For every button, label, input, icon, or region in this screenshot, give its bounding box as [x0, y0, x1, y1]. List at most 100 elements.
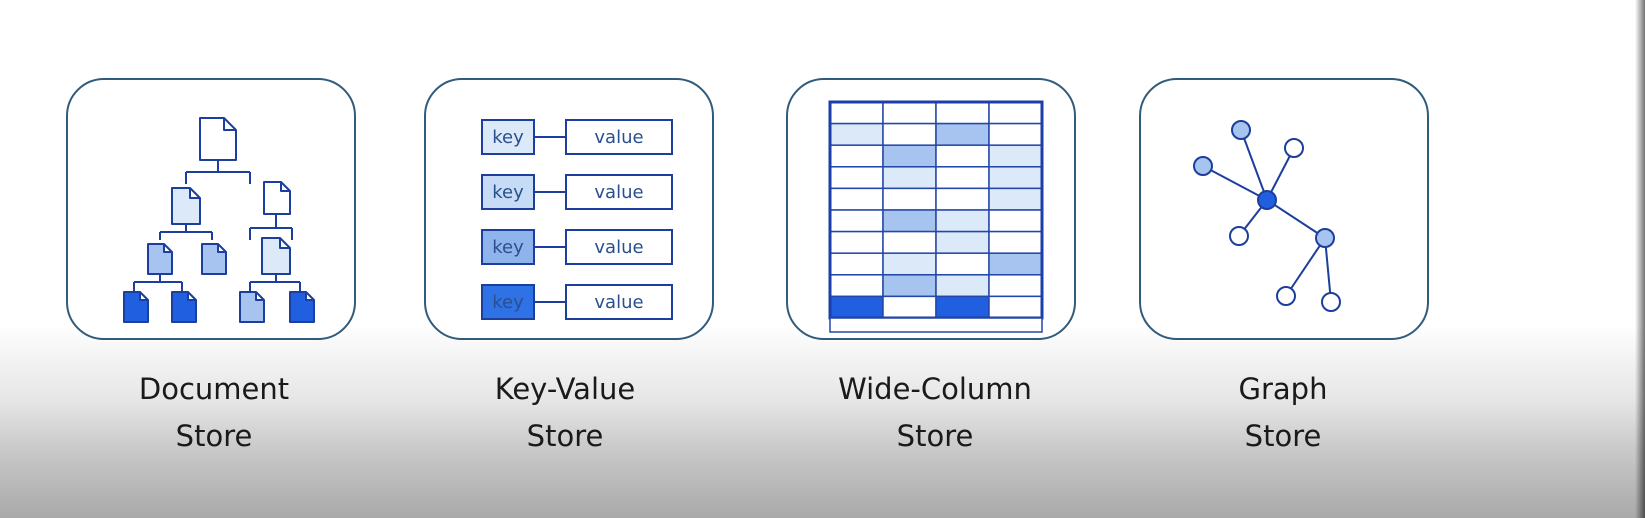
grid-cell	[935, 187, 990, 211]
wide-column-grid-diagram	[828, 100, 1044, 333]
grid-cell	[829, 166, 884, 190]
grid-cell	[882, 144, 937, 168]
graph-network	[1193, 120, 1341, 312]
grid-cell	[935, 209, 990, 233]
graph-node	[1257, 190, 1277, 210]
key-text: key	[492, 182, 524, 203]
grid-cell	[829, 187, 884, 211]
document-store-card	[66, 78, 356, 340]
grid-cell	[988, 295, 1043, 319]
wide-column-store-card	[786, 78, 1076, 340]
graph-edge	[1324, 237, 1332, 303]
grid-cell	[829, 230, 884, 254]
grid-cell	[988, 187, 1043, 211]
document-tree-diagram	[123, 117, 315, 323]
tree-connectors	[133, 160, 301, 292]
key-value-diagram: key value key value key value key value	[481, 119, 673, 320]
document-icon	[123, 291, 149, 323]
grid-cell	[935, 166, 990, 190]
key-value-rows: key value key value key value key value	[481, 119, 673, 320]
graph-store-label-line1: Graph	[1238, 372, 1328, 406]
document-icon	[199, 117, 237, 161]
document-icon	[289, 291, 315, 323]
key-text: key	[492, 127, 524, 148]
key-value-store-label: Key-Value Store	[415, 366, 715, 460]
key-text: key	[492, 237, 524, 258]
document-store-label-line2: Store	[175, 419, 253, 453]
grid-cell	[882, 230, 937, 254]
graph-store-label: Graph Store	[1133, 366, 1433, 460]
grid-cell	[882, 122, 937, 146]
document-icon	[147, 243, 173, 275]
grid-cell	[935, 101, 990, 125]
key-value-store-card: key value key value key value key value	[424, 78, 714, 340]
document-icon	[263, 181, 291, 215]
graph-node	[1315, 228, 1335, 248]
grid-cell	[829, 274, 884, 298]
document-store-label: Document Store	[64, 366, 364, 460]
grid-cell	[935, 122, 990, 146]
grid-cell	[988, 166, 1043, 190]
grid-cell	[935, 274, 990, 298]
graph-store-label-line2: Store	[1244, 419, 1322, 453]
grid-cell	[935, 295, 990, 319]
key-value-row: key value	[481, 229, 673, 265]
graph-edge	[1285, 237, 1326, 297]
grid-footer-row	[829, 317, 1043, 333]
key-box	[481, 284, 535, 320]
grid-cell	[829, 252, 884, 276]
graph-edge	[1202, 165, 1268, 201]
grid-cell	[882, 187, 937, 211]
graph-node	[1276, 286, 1296, 306]
grid-cell	[829, 122, 884, 146]
value-box	[565, 119, 673, 155]
graph-node	[1321, 292, 1341, 312]
key-value-row: key value	[481, 284, 673, 320]
grid-cell	[829, 101, 884, 125]
document-icon	[171, 187, 201, 225]
document-store-label-line1: Document	[138, 372, 290, 406]
grid-cell	[935, 230, 990, 254]
key-value-store-label-line1: Key-Value	[494, 372, 636, 406]
grid-cell	[882, 101, 937, 125]
key-box	[481, 174, 535, 210]
grid-cell	[988, 230, 1043, 254]
grid-cell	[829, 295, 884, 319]
graph-edge	[1266, 199, 1326, 239]
key-value-row: key value	[481, 174, 673, 210]
key-box	[481, 229, 535, 265]
grid-cell	[988, 252, 1043, 276]
graph-node	[1229, 226, 1249, 246]
grid-cell	[935, 144, 990, 168]
document-icons	[123, 117, 315, 323]
graph-edge	[1240, 129, 1268, 201]
wide-column-store-label: Wide-Column Store	[785, 366, 1085, 460]
grid-cell	[988, 144, 1043, 168]
value-box	[565, 229, 673, 265]
value-box	[565, 174, 673, 210]
graph-store-card	[1139, 78, 1429, 340]
key-value-row: key value	[481, 119, 673, 155]
grid-cell	[988, 122, 1043, 146]
grid-cell	[988, 101, 1043, 125]
grid-cell	[829, 209, 884, 233]
document-icon	[201, 243, 227, 275]
value-text: value	[594, 182, 643, 203]
value-box	[565, 284, 673, 320]
grid-cell	[882, 274, 937, 298]
grid-cell	[882, 166, 937, 190]
document-icon	[239, 291, 265, 323]
key-text: key	[492, 292, 524, 313]
graph-diagram	[1193, 120, 1341, 312]
value-text: value	[594, 127, 643, 148]
value-text: value	[594, 292, 643, 313]
value-text: value	[594, 237, 643, 258]
graph-node	[1284, 138, 1304, 158]
grid-cell	[882, 209, 937, 233]
grid-cell	[829, 144, 884, 168]
grid-cell	[882, 252, 937, 276]
grid-cell	[988, 274, 1043, 298]
grid-cell	[935, 252, 990, 276]
grid-cell	[882, 295, 937, 319]
wide-column-grid	[828, 100, 1044, 333]
